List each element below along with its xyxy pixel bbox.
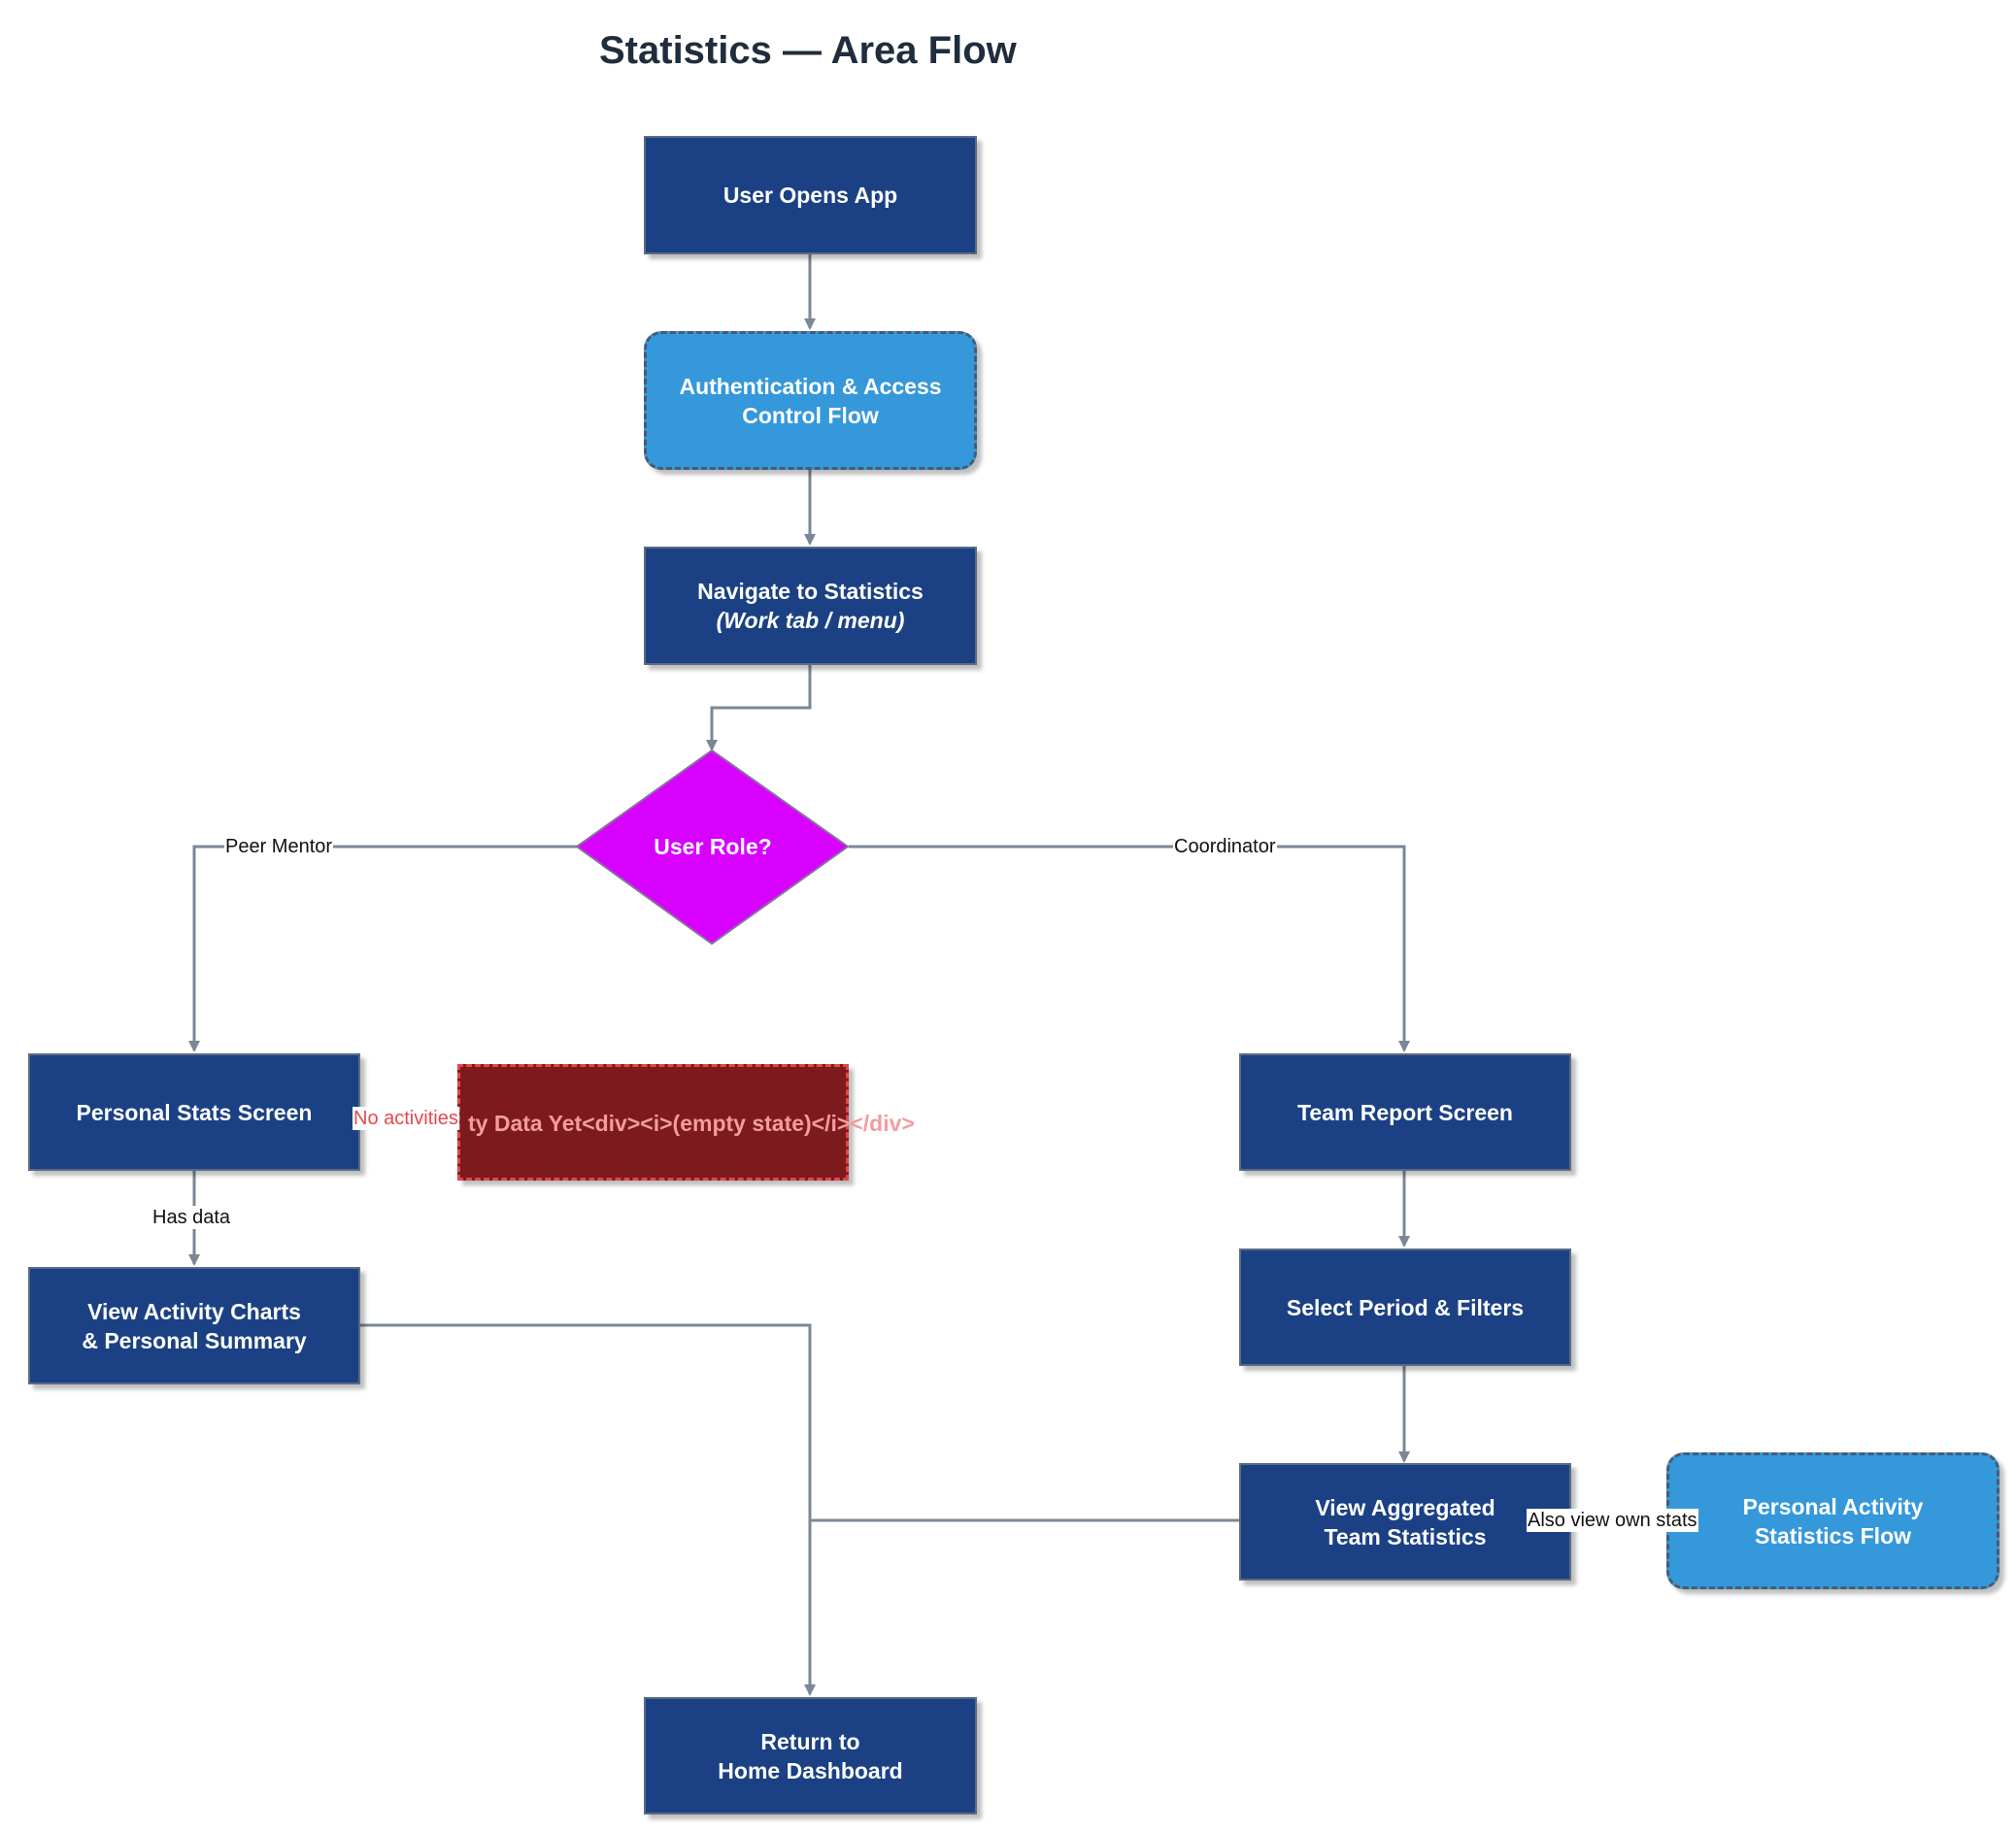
node-return-home-dashboard[interactable]: Return to Home Dashboard	[644, 1697, 977, 1815]
node-view-aggregated-team-stats[interactable]: View Aggregated Team Statistics	[1239, 1463, 1571, 1581]
node-label: Select Period & Filters	[1286, 1294, 1525, 1320]
node-label-line2: Team Statistics	[1324, 1523, 1487, 1549]
edge-label-coordinator: Coordinator	[1173, 835, 1277, 858]
node-label: ty Data Yet<div><i>(empty state)</i></di…	[468, 1111, 915, 1136]
node-select-period-filters[interactable]: Select Period & Filters	[1239, 1249, 1571, 1366]
node-auth-access-flow[interactable]: Authentication & Access Control Flow	[644, 331, 977, 470]
node-label-line1: Return to	[760, 1728, 860, 1754]
node-label-line2: (Work tab / menu)	[716, 608, 905, 633]
node-navigate-statistics[interactable]: Navigate to Statistics (Work tab / menu)	[644, 547, 977, 665]
node-label-line1: Authentication & Access	[679, 373, 942, 399]
node-personal-stats-screen[interactable]: Personal Stats Screen	[28, 1053, 360, 1171]
node-empty-state[interactable]: ty Data Yet<div><i>(empty state)</i></di…	[457, 1064, 915, 1181]
node-label: Team Report Screen	[1297, 1099, 1513, 1125]
node-personal-activity-flow[interactable]: Personal Activity Statistics Flow	[1666, 1452, 1999, 1589]
node-label-line1: View Activity Charts	[87, 1298, 301, 1324]
edge-label-peer-mentor: Peer Mentor	[224, 835, 334, 858]
diagram-title: Statistics — Area Flow	[599, 29, 1017, 72]
node-view-activity-charts[interactable]: View Activity Charts & Personal Summary	[28, 1267, 360, 1384]
edge-label-also-view-own: Also view own stats	[1527, 1509, 1698, 1532]
node-label-line2: & Personal Summary	[82, 1327, 307, 1353]
node-user-role-label[interactable]: User Role?	[654, 833, 772, 859]
edge-activity-to-return	[360, 1323, 816, 1696]
edge-label-no-activities: No activities	[353, 1107, 459, 1130]
node-label-line1: Personal Activity	[1742, 1493, 1924, 1519]
node-label: User Opens App	[722, 183, 898, 208]
edge-label-has-data: Has data	[151, 1206, 232, 1229]
node-team-report-screen[interactable]: Team Report Screen	[1239, 1053, 1571, 1171]
edge-role-to-team	[849, 845, 1410, 1052]
node-user-opens-app[interactable]: User Opens App	[644, 136, 977, 254]
user-role-diamond	[575, 749, 850, 946]
edge-navigate-to-role	[706, 665, 812, 751]
node-label-line1: Navigate to Statistics	[697, 579, 924, 604]
edge-role-to-personal	[188, 845, 577, 1052]
node-label-line2: Statistics Flow	[1754, 1522, 1912, 1549]
node-label-line2: Home Dashboard	[718, 1757, 903, 1783]
node-label-line2: Control Flow	[742, 402, 879, 428]
node-label: Personal Stats Screen	[76, 1099, 313, 1125]
node-label-line1: View Aggregated	[1315, 1494, 1495, 1520]
